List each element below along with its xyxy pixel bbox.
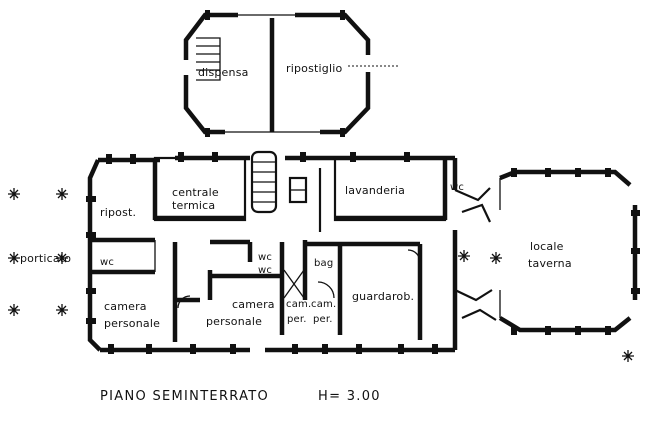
label-locale-taverna-line2: taverna [528, 257, 572, 270]
label-bag: bag [314, 258, 333, 269]
label-wc-mid-2: wc [258, 265, 272, 276]
label-locale-taverna-line1: locale [530, 240, 564, 253]
label-lavanderia: lavanderia [345, 184, 405, 197]
label-dispensa: dispensa [198, 66, 249, 79]
label-wc-left: wc [100, 257, 114, 268]
porticato-post-markers [8, 188, 634, 362]
bag-diagonal-marks [177, 249, 421, 309]
label-cam-per-2-line2: per. [313, 314, 333, 325]
plan-caption: PIANO SEMINTERRATO [100, 389, 269, 404]
label-cam-per-2-line1: cam. [311, 299, 336, 310]
label-guardaroba: guardarob. [352, 290, 414, 303]
label-camera-personale-2-line1: camera [232, 298, 275, 311]
label-cam-per-1-line2: per. [287, 314, 307, 325]
plan-height-label: H= 3.00 [318, 389, 381, 404]
label-wc-lavanderia: wc [450, 182, 464, 193]
wall-tick-markers [86, 152, 438, 354]
taverna-piers [511, 168, 640, 335]
label-ripostiglio: ripostiglio [286, 62, 342, 75]
stair-top-annex [196, 37, 221, 81]
label-cam-per-1-line1: cam. [286, 299, 311, 310]
top-annex-walls [183, 10, 400, 137]
label-wc-mid-1: wc [258, 252, 272, 263]
label-porticato: porticato [20, 252, 71, 265]
label-centrale-termica-line2: termica [172, 199, 215, 212]
label-camera-personale-1-line1: camera [104, 300, 147, 313]
label-camera-personale-2-line2: personale [206, 315, 262, 328]
label-ripost: ripost. [100, 206, 136, 219]
label-centrale-termica-line1: centrale [172, 186, 219, 199]
label-camera-personale-1-line2: personale [104, 317, 160, 330]
